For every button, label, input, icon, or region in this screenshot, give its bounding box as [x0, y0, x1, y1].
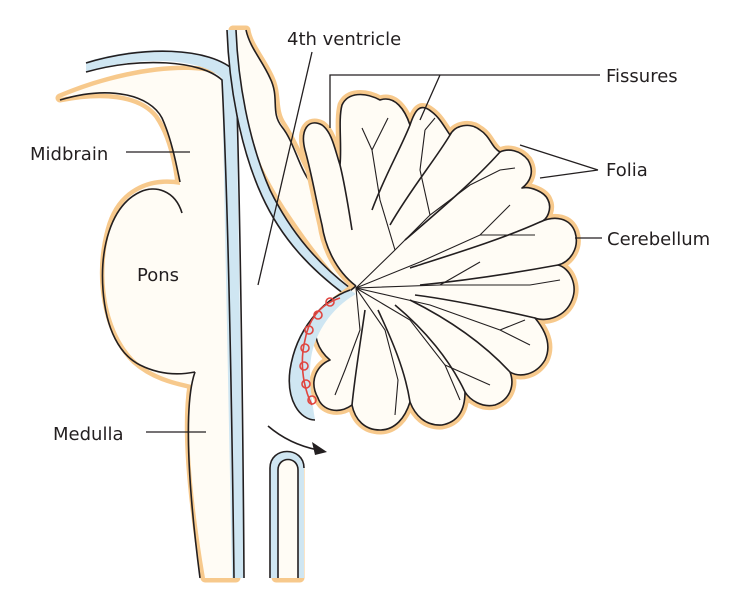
spinal-canal-stub: [269, 450, 305, 583]
label-cerebellum: Cerebellum: [607, 229, 710, 250]
folia-detail: [302, 93, 577, 431]
choroid-region: [288, 289, 356, 421]
brainstem-outer-line: [85, 50, 245, 579]
label-fourth-ventricle: 4th ventricle: [287, 29, 401, 50]
roof-line-inner: [235, 29, 351, 289]
leader-fissures: [329, 74, 600, 128]
fissure-11: [351, 309, 366, 406]
leader-fourth-ventricle: [257, 51, 313, 286]
csf-flow-arrow: [267, 425, 327, 455]
label-medulla: Medulla: [53, 424, 123, 445]
brainstem-dorsal-line: [85, 61, 235, 579]
canal-csf: [270, 451, 304, 578]
label-pons: Pons: [137, 265, 179, 286]
canal-tissue: [271, 452, 305, 583]
label-folia: Folia: [606, 160, 648, 181]
choroid-loops: [299, 297, 335, 405]
midbrain-outline: [59, 92, 181, 183]
inferior-ventricle-line: [288, 289, 351, 421]
leader-folia: [519, 144, 599, 179]
fissure-6: [419, 264, 559, 286]
fissure-2: [371, 124, 411, 211]
roof-line-outer: [226, 29, 345, 295]
canal-outline-outer: [269, 450, 305, 578]
fissure-5: [409, 221, 541, 269]
fissure-7: [414, 294, 536, 319]
leader-lines: [126, 51, 602, 433]
fissure-1: [339, 164, 353, 231]
label-fissures: Fissures: [606, 66, 678, 87]
cerebellum: [299, 90, 581, 435]
brainstem-csf-band: [86, 50, 244, 579]
arbor-vitae: [334, 117, 561, 416]
label-midbrain: Midbrain: [30, 144, 108, 165]
cerebellum-tissue: [299, 90, 581, 435]
canal-outline-inner: [277, 458, 299, 578]
roof-csf: [227, 30, 350, 294]
fissure-8: [409, 299, 511, 373]
pons-outline: [101, 188, 196, 375]
brainstem: [55, 50, 245, 583]
medulla-outline: [187, 371, 201, 579]
fissure-9: [394, 304, 466, 393]
fissure-10: [377, 309, 411, 403]
